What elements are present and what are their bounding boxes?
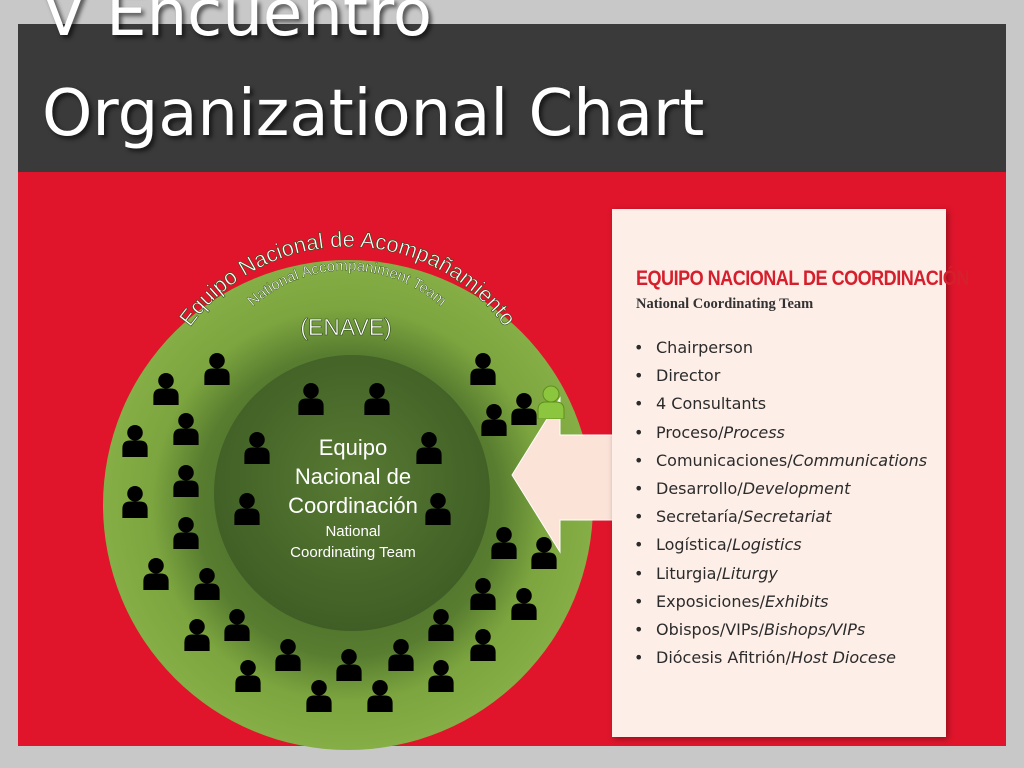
callout-arrow [511,396,614,554]
bullet-icon: • [634,648,644,668]
bullet-icon: • [634,619,644,639]
role-label-en: Bishops/VIPs [763,619,866,639]
bullet-icon: • [634,394,644,414]
list-item: • Comunicaciones/Communications [634,447,927,475]
role-label-es: Desarrollo/ [656,478,743,498]
role-label-es: Liturgia/ [656,563,722,583]
bullet-icon: • [634,591,644,611]
slide-title-line-2: Organizational Chart [42,77,705,151]
role-label-en: Communications [792,450,928,470]
role-label-es: Proceso/ [656,422,724,442]
inner-title-en-line-2: Coordinating Team [290,544,416,561]
role-label-es: Chairperson [656,338,753,357]
list-item: • Proceso/Process [634,419,927,447]
role-label-es: Secretaría/ [656,507,744,527]
role-list: • Chairperson • Director • 4 Consultants • P… [634,334,927,672]
role-label-es: Comunicaciones/ [656,450,793,470]
role-label-en: Development [742,478,851,498]
list-item: • 4 Consultants [634,390,927,418]
role-label-en: Exhibits [765,591,829,611]
list-item: • Exposiciones/Exhibits [634,588,927,616]
role-label-es: Exposiciones/ [656,591,766,611]
role-label-en: Secretariat [743,507,832,527]
list-item: • Diócesis Afitrión/Host Diocese [634,644,927,672]
inner-title-es-line-3: Coordinación [288,493,418,518]
role-label-en: Liturgy [721,563,778,583]
panel-subheading: National Coordinating Team [636,296,814,312]
bullet-icon: • [634,563,644,583]
bullet-icon: • [634,450,644,470]
title-bar [18,24,1006,172]
role-label-en: Process [723,422,785,442]
role-label-es: Diócesis Afitrión/ [656,648,792,668]
inner-circle-label: Equipo Nacional de Coordinación National… [288,435,418,561]
inner-title-en-line-1: National [325,523,380,540]
slide-title-line-1: V Encuentro [42,0,432,51]
bullet-icon: • [634,478,644,498]
role-label-es: Logística/ [656,535,733,555]
bullet-icon: • [634,507,644,527]
bullet-icon: • [634,366,644,386]
role-label-en: Host Diocese [791,648,896,668]
list-item: • Logística/Logistics [634,531,927,559]
inner-title-es-line-1: Equipo [319,435,388,460]
list-item: • Obispos/VIPs/Bishops/VIPs [634,616,927,644]
inner-title-es-line-2: Nacional de [295,464,411,489]
panel-heading: EQUIPO NACIONAL DE COORDINACIÓN [636,267,969,290]
role-label-en: Logistics [732,535,802,555]
role-label-es: Obispos/VIPs/ [656,619,764,639]
role-label-es: 4 Consultants [656,394,767,414]
bullet-icon: • [634,535,644,555]
bullet-icon: • [634,422,644,442]
ring-acronym: (ENAVE) [300,314,392,340]
list-item: • Liturgia/Liturgy [634,560,927,588]
list-item: • Director [634,362,927,390]
inner-circle [214,355,490,631]
info-panel: EQUIPO NACIONAL DE COORDINACIÓN National… [612,209,969,737]
list-item: • Desarrollo/Development [634,475,927,503]
role-label-es: Director [656,366,721,386]
list-item: • Secretaría/Secretariat [634,503,927,531]
list-item: • Chairperson [634,334,927,362]
bullet-icon: • [634,338,644,357]
